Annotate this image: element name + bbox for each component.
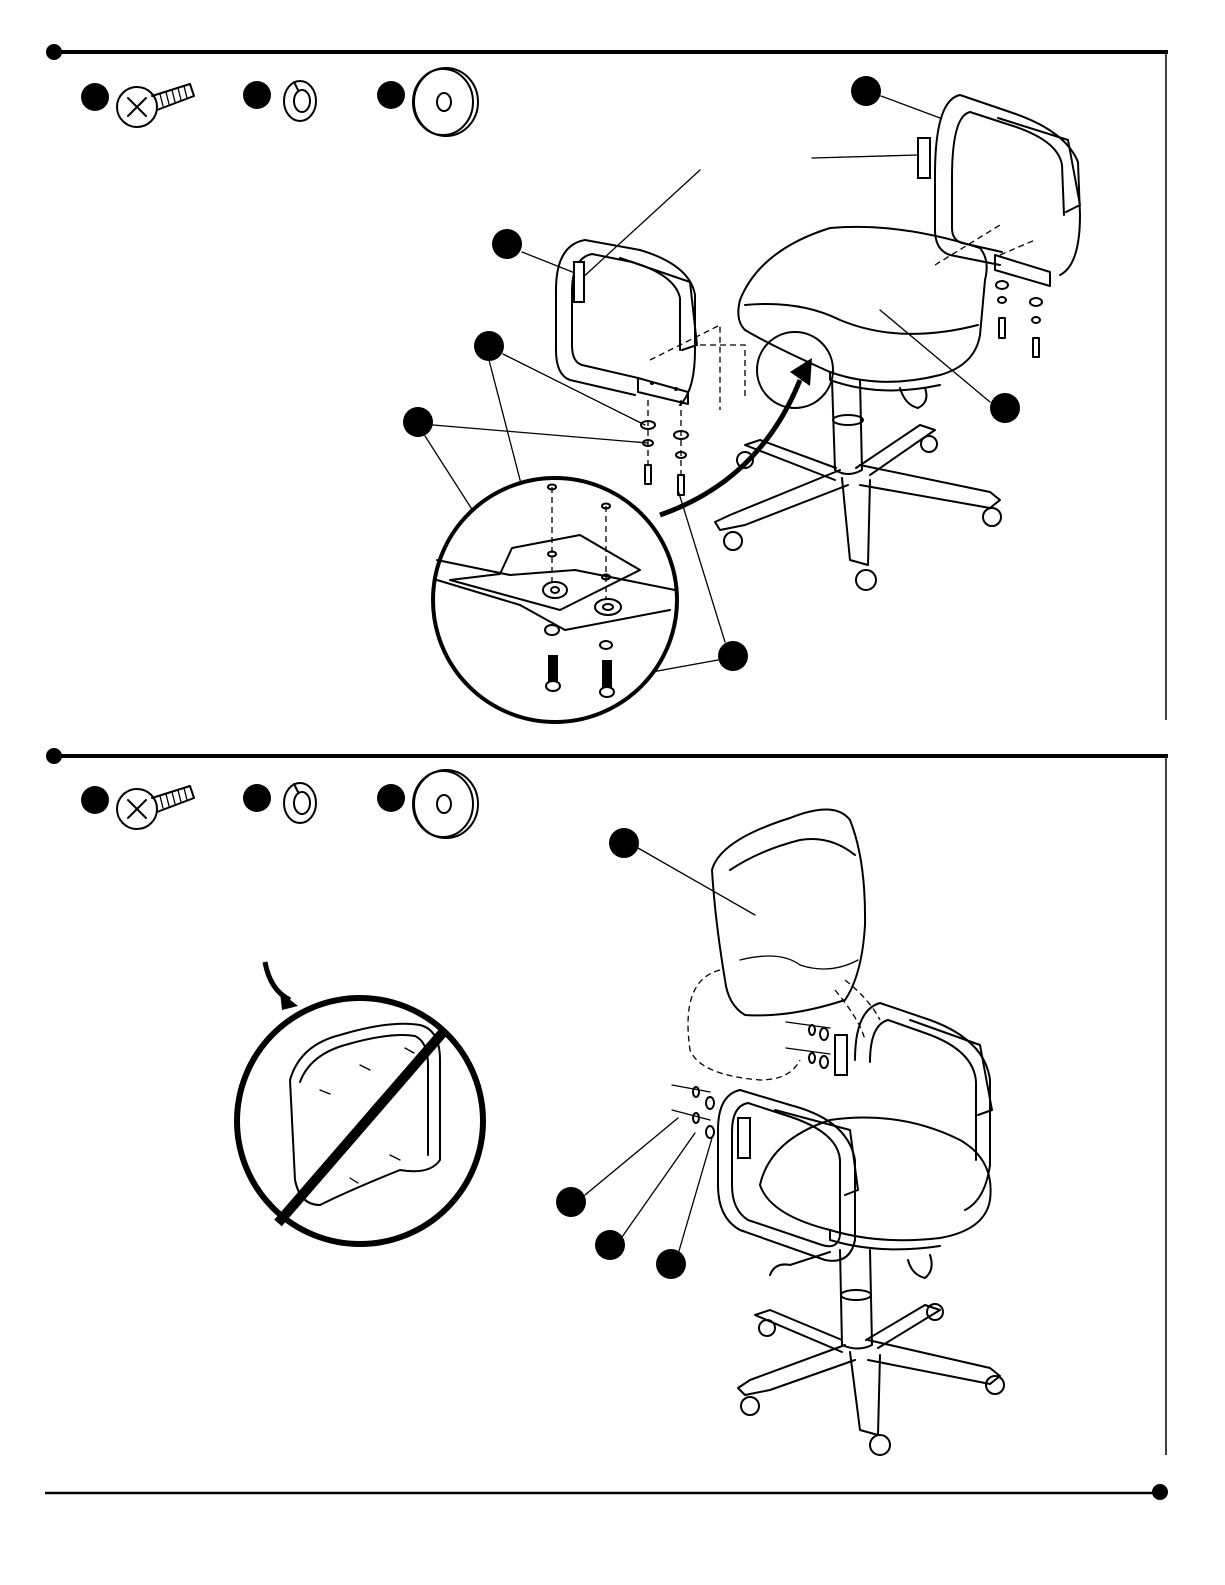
callout-marker [474,331,504,361]
callout-marker [403,407,433,437]
callout-marker [851,76,881,106]
callout-marker [595,1230,625,1260]
callout-marker [556,1187,586,1217]
left-hardware [641,400,688,495]
detail-magnifier [433,478,677,722]
part-callout-marker [243,784,271,812]
step-2-frame [46,748,1168,1455]
part-callout-marker [243,81,271,109]
lock-washer-icon [284,783,316,823]
seat [738,227,986,391]
flat-washer-icon [413,68,478,136]
callout-marker [656,1249,686,1279]
callout-marker [718,641,748,671]
seat [760,1118,991,1250]
right-armrest [835,1003,992,1210]
callout-marker [990,393,1020,423]
backrest-assembly-illustration [556,809,1004,1455]
part-callout-marker [377,784,405,812]
bottom-rule [45,1484,1168,1500]
part-callout-marker [377,81,405,109]
step-2-parts [81,770,478,838]
step-1-parts [81,68,478,136]
chair-base [715,380,1001,590]
flat-washer-icon [413,770,478,838]
callout-marker [609,828,639,858]
right-armrest [918,95,1080,286]
right-hardware [996,281,1042,357]
left-armrest [556,240,745,410]
left-armrest [718,1090,858,1261]
backrest [688,809,880,1080]
callout-marker [492,229,522,259]
screw-icon [117,786,194,829]
armrest-assembly-illustration [403,76,1080,722]
lock-washer-icon [284,81,316,121]
chair-base [738,1250,1004,1455]
prohibited-symbol-icon [237,962,483,1244]
part-callout-marker [81,786,109,814]
screw-icon [117,84,194,127]
part-callout-marker [81,83,109,111]
